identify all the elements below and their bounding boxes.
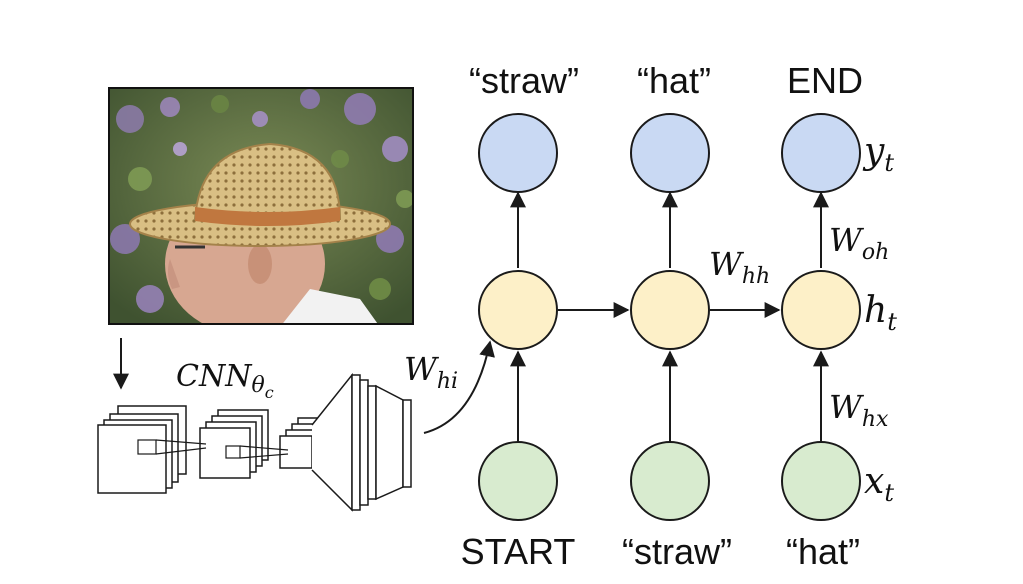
x-t-label: xt — [864, 461, 894, 507]
hidden-node-3 — [781, 270, 861, 350]
hidden-node-2 — [630, 270, 710, 350]
w-hx-label: Whx — [829, 388, 889, 432]
w-hh-label: Whh — [709, 245, 770, 289]
vertical-edges — [510, 191, 829, 442]
cnn-network-icon — [97, 372, 412, 512]
w-hi-label: Whi — [404, 350, 458, 394]
hidden-node-1 — [478, 270, 558, 350]
input-node-2 — [630, 441, 710, 521]
cnn-to-hidden-arrow — [423, 340, 495, 434]
output-node-3 — [781, 113, 861, 193]
input-node-1 — [478, 441, 558, 521]
w-oh-label: Woh — [829, 221, 889, 265]
output-word-1: “straw” — [469, 60, 579, 101]
output-word-2: “hat” — [637, 60, 711, 101]
output-node-2 — [630, 113, 710, 193]
input-word-1: START — [461, 531, 576, 572]
input-node-3 — [781, 441, 861, 521]
h-t-label: ht — [864, 290, 897, 336]
input-word-3: “hat” — [786, 531, 860, 572]
input-photo — [108, 87, 414, 325]
input-word-2: “straw” — [622, 531, 732, 572]
y-t-label: yt — [862, 131, 894, 177]
straw-hat-photo-icon — [110, 89, 412, 323]
cnn-label: CNNθc — [176, 359, 274, 402]
output-node-1 — [478, 113, 558, 193]
output-word-3: END — [787, 60, 863, 101]
